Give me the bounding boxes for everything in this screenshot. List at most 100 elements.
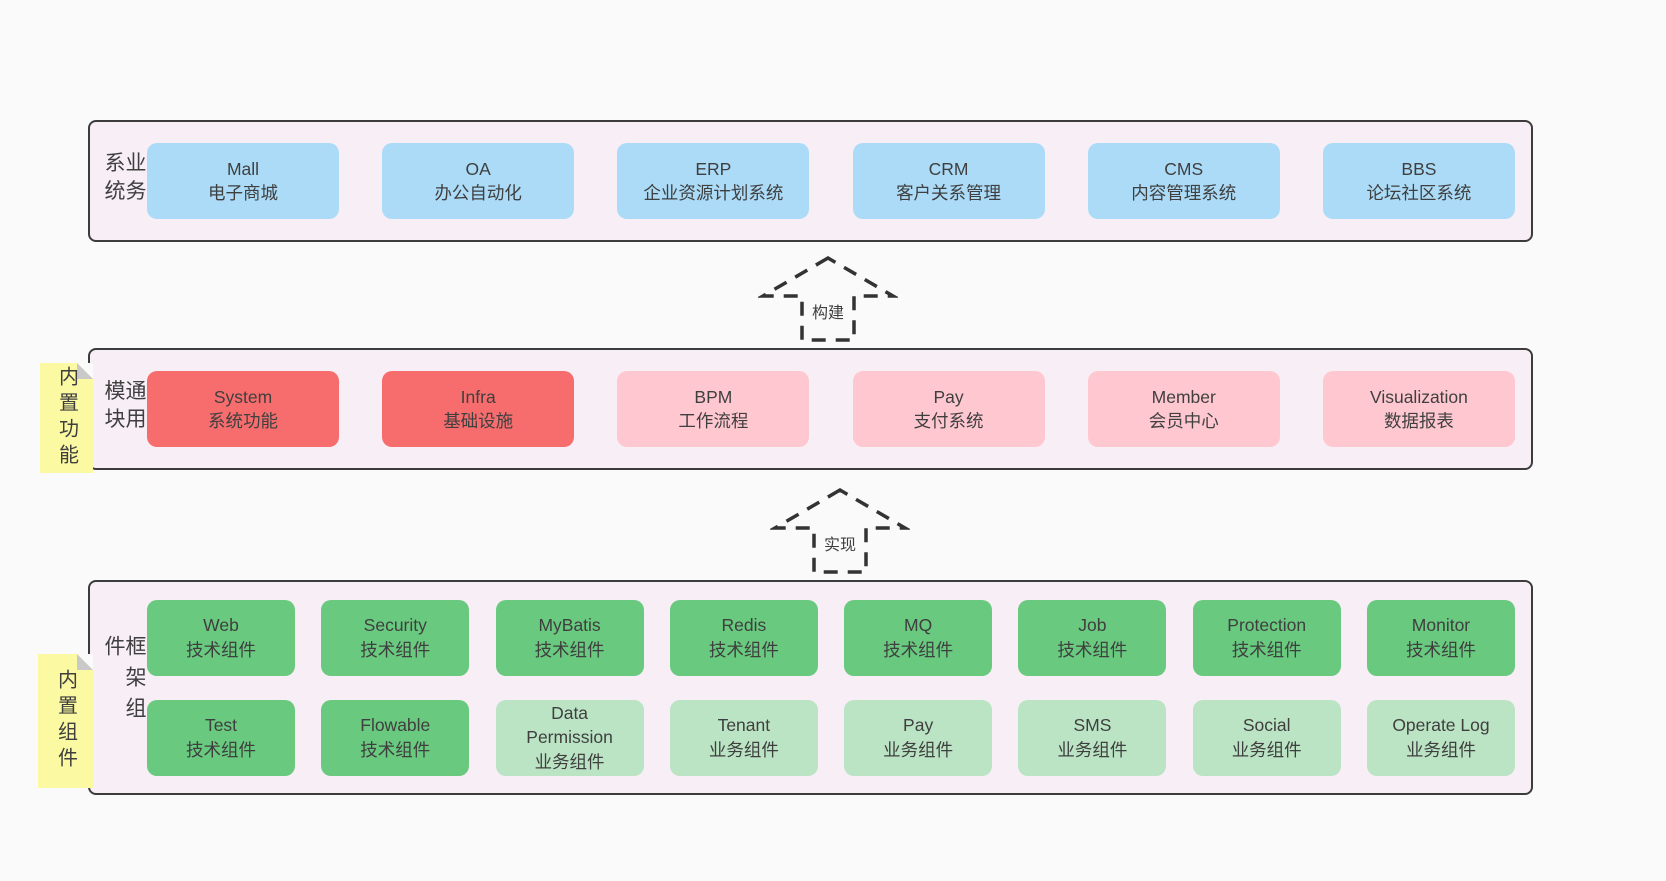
box-title: ERP [695, 158, 732, 179]
box-title: Infra [460, 386, 496, 407]
panel-components-side-label: 框架组件 [102, 634, 146, 728]
box-subtitle: 系统功能 [208, 411, 278, 431]
sticky-note-builtin-features: 内置功能 [40, 363, 93, 473]
box-mall: Mall 电子商城 [147, 143, 339, 219]
box-title: OA [465, 158, 491, 179]
sticky-note-label: 内置功能 [55, 366, 78, 470]
box-mybatis: MyBatis 技术组件 [495, 599, 644, 676]
up-arrow-icon [770, 487, 910, 574]
box-title: Monitor [1411, 615, 1471, 636]
arrow-build: 构建 [758, 255, 898, 343]
box-subtitle: 技术组件 [1057, 639, 1128, 660]
box-subtitle: 技术组件 [883, 639, 954, 660]
up-arrow-icon [758, 255, 898, 342]
box-sms: SMS 业务组件 [1018, 699, 1167, 776]
box-subtitle: 数据报表 [1383, 411, 1454, 431]
box-title: BPM [694, 386, 733, 407]
box-crm: CRM 客户关系管理 [852, 143, 1045, 219]
box-title: BBS [1401, 158, 1437, 179]
box-subtitle: 业务组件 [1057, 739, 1128, 760]
business-boxes: Mall 电子商城 OA 办公自动化 ERP 企业资源计划系统 CRM 客户关系管理 CMS 内容… [147, 122, 1515, 240]
box-title: Pay [903, 715, 934, 736]
box-bbs: BBS 论坛社区系统 [1322, 143, 1515, 219]
box-row: Test 技术组件 Flowable 技术组件 Data Permission 业务组件 T… [147, 699, 1515, 776]
box-subtitle: 论坛社区系统 [1366, 183, 1472, 203]
box-protection: Protection 技术组件 [1192, 599, 1341, 676]
panel-business-side-label: 业务系统 [102, 151, 146, 208]
box-flowable: Flowable 技术组件 [321, 699, 470, 776]
panel-business-systems: 业务系统 Mall 电子商城 OA 办公自动化 ERP 企业资源计划系统 CRM 客户关系管理… [88, 120, 1533, 242]
box-title: Operate Log [1392, 715, 1490, 736]
box-title: Pay [933, 386, 964, 407]
box-job: Job 技术组件 [1018, 599, 1167, 676]
box-subtitle: 内容管理系统 [1131, 183, 1237, 203]
box-oa: OA 办公自动化 [382, 143, 575, 219]
box-title: Data Permission [526, 703, 613, 748]
box-visualization: Visualization 数据报表 [1322, 371, 1515, 447]
box-social: Social 业务组件 [1192, 699, 1341, 776]
box-subtitle: 业务组件 [534, 751, 605, 772]
box-mq: MQ 技术组件 [844, 599, 993, 676]
box-title: Protection [1227, 615, 1307, 636]
box-subtitle: 业务组件 [883, 739, 954, 760]
box-subtitle: 技术组件 [360, 739, 431, 760]
box-title: Flowable [360, 715, 431, 736]
box-pay: Pay 业务组件 [844, 699, 993, 776]
box-erp: ERP 企业资源计划系统 [617, 143, 810, 219]
box-subtitle: 企业资源计划系统 [643, 183, 784, 203]
box-row: Mall 电子商城 OA 办公自动化 ERP 企业资源计划系统 CRM 客户关系管理 CMS 内容… [147, 143, 1515, 219]
box-subtitle: 技术组件 [1405, 639, 1476, 660]
box-title: Visualization [1369, 386, 1468, 407]
box-infra: Infra 基础设施 [382, 371, 575, 447]
box-subtitle: 技术组件 [186, 639, 256, 660]
box-title: CRM [928, 158, 969, 179]
box-subtitle: 技术组件 [186, 739, 256, 760]
arrow-implement: 实现 [770, 487, 910, 575]
box-title: Member [1151, 386, 1216, 407]
arrow-implement-label: 实现 [817, 530, 863, 556]
arrow-build-label: 构建 [805, 298, 851, 324]
box-cms: CMS 内容管理系统 [1087, 143, 1280, 219]
box-title: Redis [721, 615, 767, 636]
box-title: Job [1078, 615, 1107, 636]
box-title: MQ [904, 615, 933, 636]
box-title: MyBatis [538, 615, 601, 636]
box-title: Social [1242, 715, 1291, 736]
box-monitor: Monitor 技术组件 [1366, 599, 1515, 676]
box-title: Mall [226, 158, 260, 179]
box-subtitle: 业务组件 [1231, 739, 1302, 760]
box-subtitle: 业务组件 [1405, 739, 1476, 760]
box-title: Tenant [717, 715, 771, 736]
box-pay: Pay 支付系统 [852, 371, 1045, 447]
box-subtitle: 技术组件 [1231, 639, 1302, 660]
box-title: Test [204, 715, 238, 736]
sticky-note-builtin-components: 内置组件 [38, 654, 93, 788]
box-member: Member 会员中心 [1087, 371, 1280, 447]
sticky-note-label: 内置组件 [54, 669, 77, 773]
box-redis: Redis 技术组件 [669, 599, 818, 676]
box-operate-log: Operate Log 业务组件 [1366, 699, 1515, 776]
box-title: CMS [1164, 158, 1204, 179]
box-web: Web 技术组件 [147, 599, 295, 676]
box-subtitle: 客户关系管理 [896, 183, 1002, 203]
box-subtitle: 电子商城 [208, 183, 278, 203]
box-subtitle: 基础设施 [443, 411, 514, 431]
box-subtitle: 技术组件 [534, 639, 605, 660]
box-title: Web [203, 615, 239, 636]
box-subtitle: 会员中心 [1148, 411, 1219, 431]
box-subtitle: 支付系统 [913, 411, 984, 431]
box-title: SMS [1073, 715, 1112, 736]
box-subtitle: 技术组件 [708, 639, 779, 660]
box-subtitle: 办公自动化 [434, 183, 522, 203]
